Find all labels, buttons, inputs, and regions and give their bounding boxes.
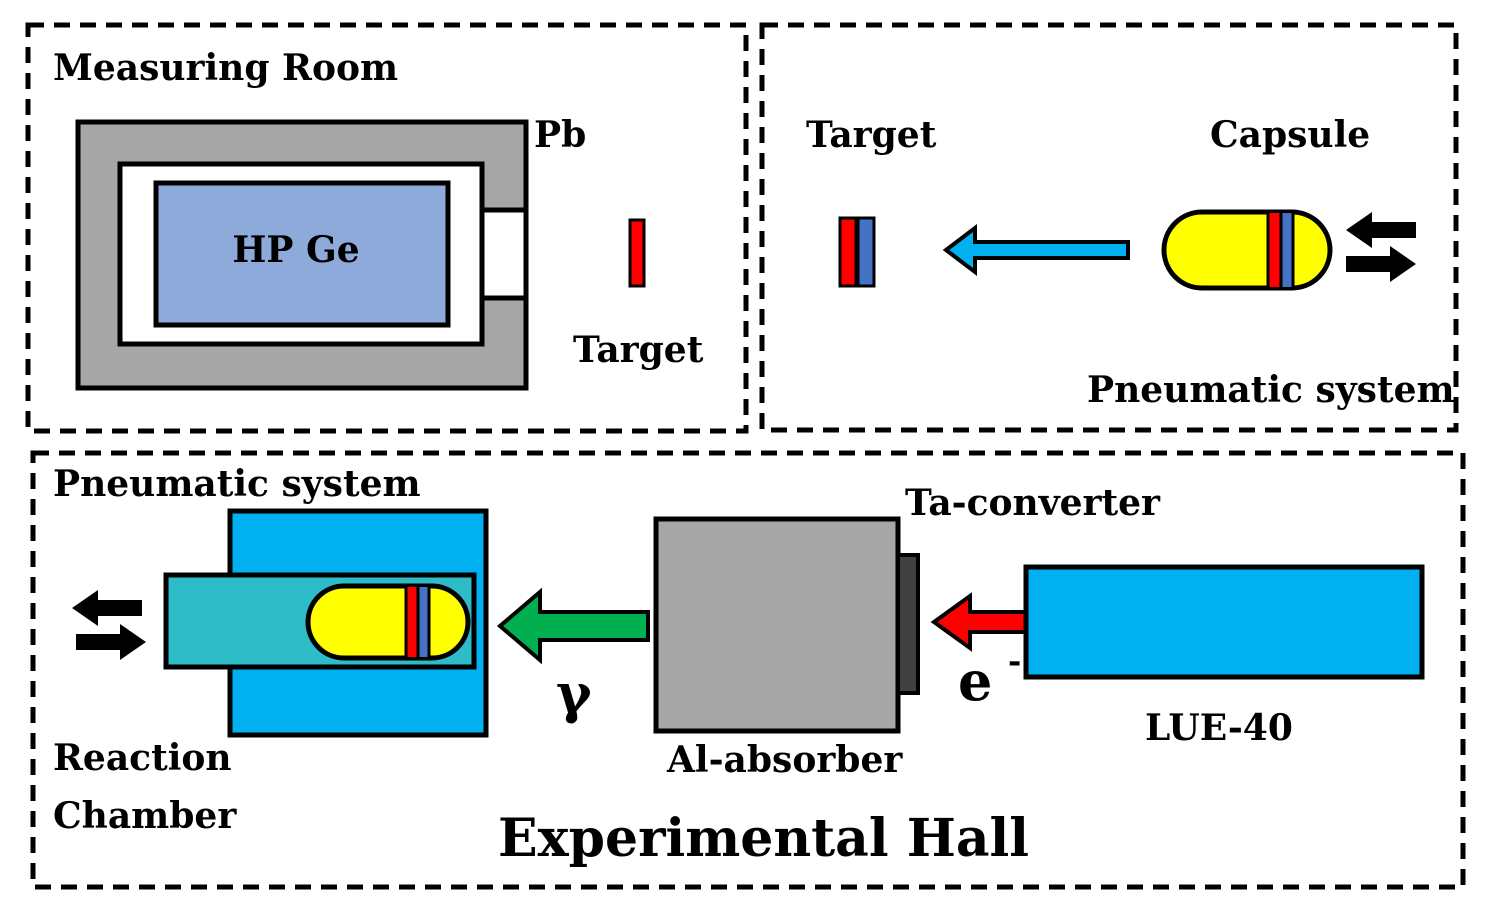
transfer-arrow (942, 223, 1130, 277)
hall-right-arrow-icon (76, 624, 146, 660)
capsule (1161, 209, 1333, 291)
converter-label: Ta-converter (905, 482, 1161, 524)
left-arrow-icon (1346, 212, 1416, 248)
absorber-label: Al-absorber (666, 739, 903, 781)
hpge-detector (153, 180, 451, 328)
pb-label: Pb (534, 114, 586, 156)
capsule-blue-foil (1282, 213, 1292, 287)
al-absorber (653, 516, 901, 734)
accelerator-label: LUE-40 (1145, 707, 1293, 749)
experimental-hall-panel: Pneumatic system Reaction Chamber γ Al-a… (30, 450, 1466, 890)
target-red-foil (838, 216, 858, 288)
measuring-room-panel: Measuring Room HP Ge Pb Target (25, 22, 749, 434)
electron-symbol: e (958, 649, 992, 713)
lue40-accelerator (1023, 564, 1425, 680)
gamma-symbol: γ (556, 661, 592, 725)
right-arrow-icon (1346, 246, 1416, 282)
measuring-room-title: Measuring Room (53, 47, 398, 89)
target-blue-foil (856, 216, 876, 288)
capsule-red-foil (1268, 213, 1280, 287)
pneumatic-top-label: Pneumatic system (1087, 369, 1455, 411)
measuring-room-border (25, 22, 749, 434)
ta-converter (896, 553, 920, 695)
capsule-label: Capsule (1210, 114, 1370, 156)
detector-label: HP Ge (232, 229, 359, 271)
pneumatic-top-panel: Target Capsule Pneumatic system (759, 22, 1459, 433)
shield-window (479, 207, 529, 301)
hall-capsule-red-foil (406, 587, 417, 657)
pneumatic-top-border (759, 22, 1459, 433)
hall-pneumatic-label: Pneumatic system (53, 463, 421, 505)
reaction-label-line1: Reaction (53, 737, 232, 779)
pneumatic-target-label: Target (806, 114, 937, 156)
measuring-target (628, 218, 646, 288)
electron-charge: - (1008, 642, 1021, 680)
gamma-arrow (496, 587, 650, 665)
experimental-hall-title: Experimental Hall (498, 808, 1029, 869)
hall-capsule-blue-foil (419, 587, 428, 657)
reaction-label-line2: Chamber (53, 795, 237, 837)
hall-left-arrow-icon (72, 590, 142, 626)
measuring-target-label: Target (573, 329, 704, 371)
experimental-hall-border (30, 450, 1466, 890)
hall-capsule (305, 583, 471, 661)
